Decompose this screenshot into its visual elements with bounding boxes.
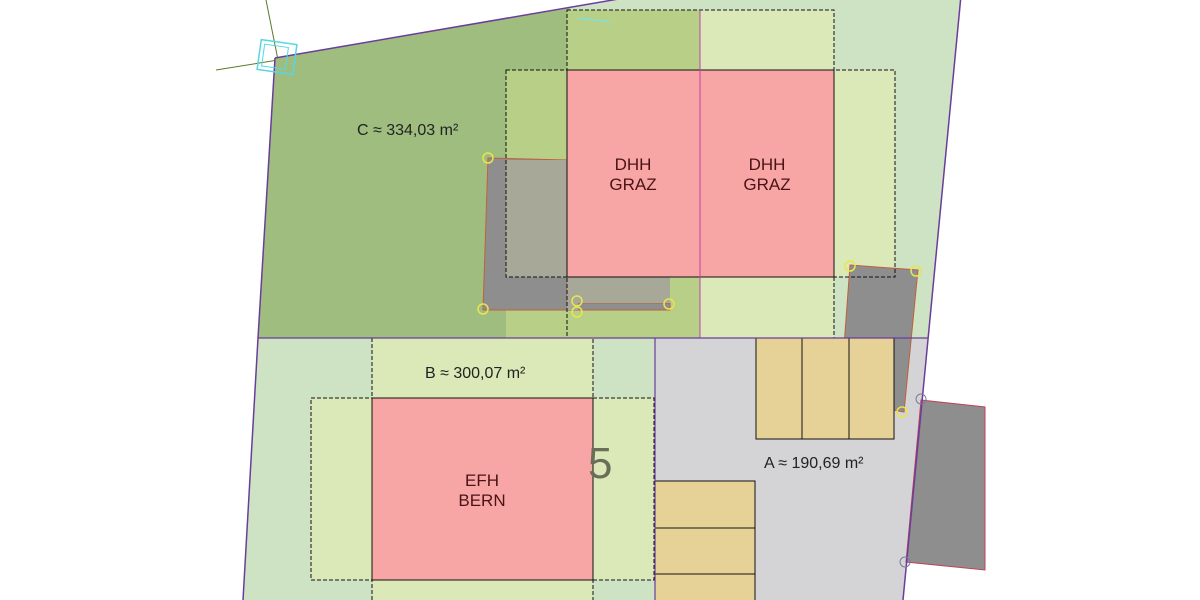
area-label-b: B ≈ 300,07 m² [425,365,526,382]
house-label-name: BERN [458,491,505,510]
house-dhh-graz-2[interactable] [700,70,834,277]
house-label-type: DHH [749,155,786,174]
corner-marker-icon[interactable] [844,260,856,272]
area-label-c: C ≈ 334,03 m² [357,122,459,139]
survey-marker-icon [577,17,611,23]
marker-group [477,152,922,418]
corner-marker-icon[interactable] [896,406,908,418]
corner-marker-icon[interactable] [482,152,494,164]
boundary-marker-icon[interactable] [899,556,911,568]
parking-space[interactable] [654,573,756,600]
area-label-a: A ≈ 190,69 m² [764,455,864,472]
boundary-marker-icon[interactable] [915,393,927,405]
parking-space[interactable] [654,527,756,575]
parking-space[interactable] [848,337,895,440]
corner-marker-icon[interactable] [477,303,489,315]
house-efh-bern[interactable] [372,398,593,580]
house-outline-efh [371,397,594,581]
house-label-name: GRAZ [743,175,790,194]
survey-marker-icon [256,38,298,76]
plot-number: 5 [588,439,612,488]
survey-marker-icon [261,43,289,70]
house-dhh-graz-1[interactable] [567,70,700,277]
house-label-type: DHH [615,155,652,174]
corner-marker-icon[interactable] [571,306,583,318]
parking-space[interactable] [801,337,850,440]
corner-marker-icon[interactable] [663,298,675,310]
lot-boundary [902,0,962,600]
corner-marker-icon[interactable] [571,295,583,307]
survey-line [265,0,279,61]
parking-space[interactable] [654,480,756,529]
house-label-name: GRAZ [609,175,656,194]
parking-group-left [654,480,756,600]
house-label-type: EFH [465,471,499,490]
buildable-zone-east-2 [834,70,895,277]
boundary-marker-group [899,393,927,568]
corner-marker-icon[interactable] [910,265,922,277]
existing-building-c-overlap2 [567,277,670,310]
parking-group-top [755,337,895,440]
existing-building-c-overlap [506,160,567,277]
neighbour-building [905,399,986,571]
survey-line [215,59,279,71]
lot-boundary [274,0,618,59]
parking-space[interactable] [755,337,803,440]
